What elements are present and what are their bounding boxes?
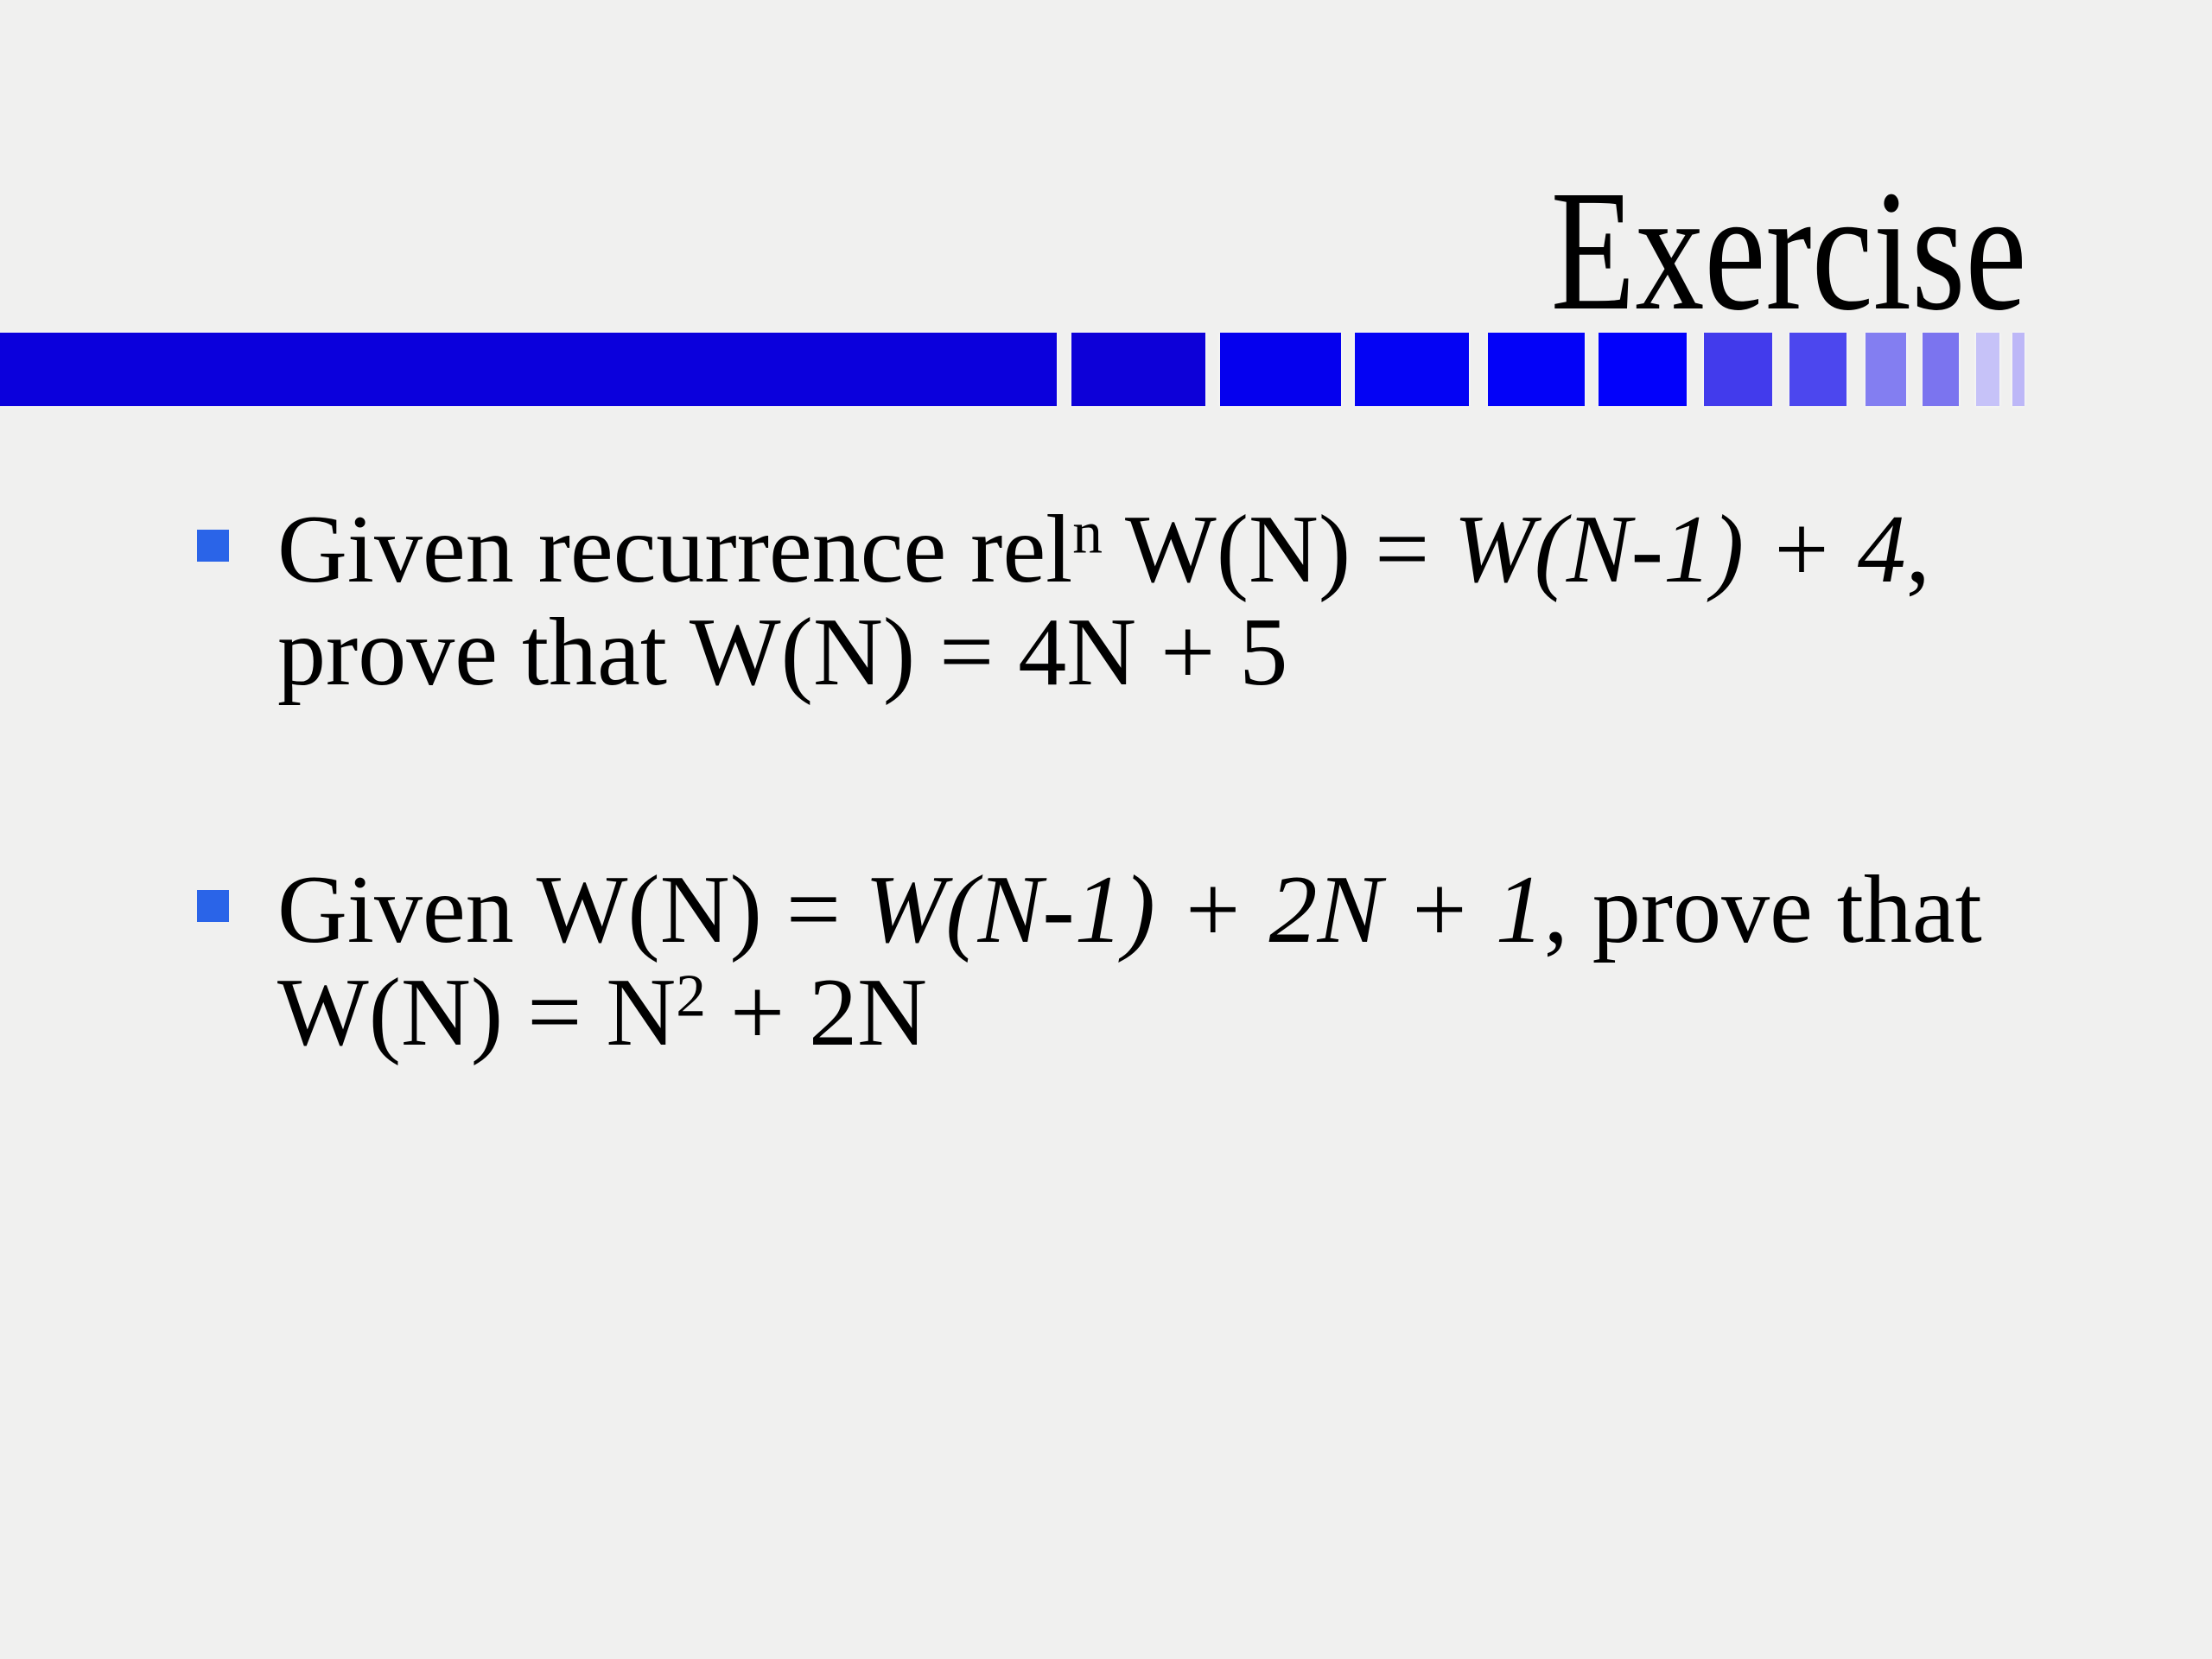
bar-segment [1488, 333, 1585, 406]
bullet-text-1: Given recurrence reln W(N) = W(N-1) + 4,… [277, 499, 1930, 703]
bar-segment [1355, 333, 1469, 406]
bullet-text-segment: W(N) = N [277, 958, 677, 1066]
bullet-text-segment: W(N-1) + 2N + 1 [865, 856, 1544, 963]
bar-segment [1976, 333, 1999, 406]
bar-segment [1704, 333, 1772, 406]
slide-title: Exercise [1550, 156, 2026, 346]
bar-segment [1220, 333, 1341, 406]
bar-segment [2012, 333, 2024, 406]
bullet-text-segment: 2 [676, 963, 706, 1030]
bullet-item-2: Given W(N) = W(N-1) + 2N + 1, prove that… [197, 859, 2160, 1064]
bullet-text-segment: n [1072, 499, 1103, 567]
divider-bar [0, 333, 2024, 406]
bar-segment [1599, 333, 1687, 406]
bullet-square-icon [197, 890, 229, 922]
bar-segment [1071, 333, 1205, 406]
bullet-text-segment: prove that W(N) = 4N + 5 [277, 598, 1288, 706]
bullet-text-2: Given W(N) = W(N-1) + 2N + 1, prove that… [277, 859, 1982, 1064]
bullet-text-segment: Given recurrence rel [277, 496, 1073, 603]
bullet-square-icon [197, 530, 229, 562]
bullet-text-segment: , [1905, 496, 1930, 603]
bar-segment [1923, 333, 1959, 406]
bar-segment [1789, 333, 1847, 406]
bar-segment [0, 333, 1057, 406]
bullet-text-segment: Given W(N) = [277, 856, 866, 963]
bar-segment [1866, 333, 1906, 406]
bullet-item-1: Given recurrence reln W(N) = W(N-1) + 4,… [197, 499, 2160, 703]
bullet-text-segment: W(N) = [1103, 496, 1454, 603]
bullet-text-segment: W(N-1) + 4 [1453, 496, 1906, 603]
bullet-text-segment: , prove that [1543, 856, 1982, 963]
bullet-text-segment: + 2N [705, 958, 927, 1066]
